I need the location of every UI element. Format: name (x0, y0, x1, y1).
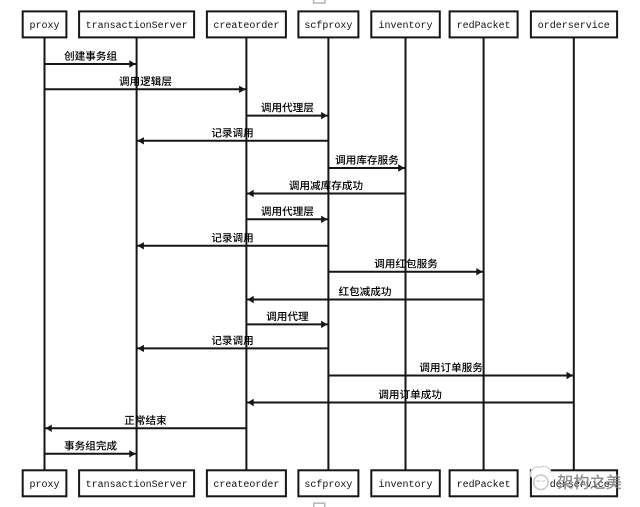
svg-text:transactionServer: transactionServer (86, 479, 188, 491)
svg-text:inventory: inventory (378, 20, 432, 32)
svg-text:createorder: createorder (213, 479, 279, 491)
svg-text:orderservice: orderservice (538, 20, 610, 32)
svg-text:transactionServer: transactionServer (86, 20, 188, 32)
svg-text:proxy: proxy (29, 480, 59, 491)
svg-text:proxy: proxy (29, 21, 59, 32)
svg-text:scfproxy: scfproxy (304, 479, 352, 491)
svg-text:scfproxy: scfproxy (304, 20, 352, 32)
svg-text:createorder: createorder (213, 20, 279, 32)
svg-text:redPacket: redPacket (457, 20, 511, 32)
svg-text:redPacket: redPacket (457, 479, 511, 491)
svg-text:inventory: inventory (378, 479, 432, 491)
